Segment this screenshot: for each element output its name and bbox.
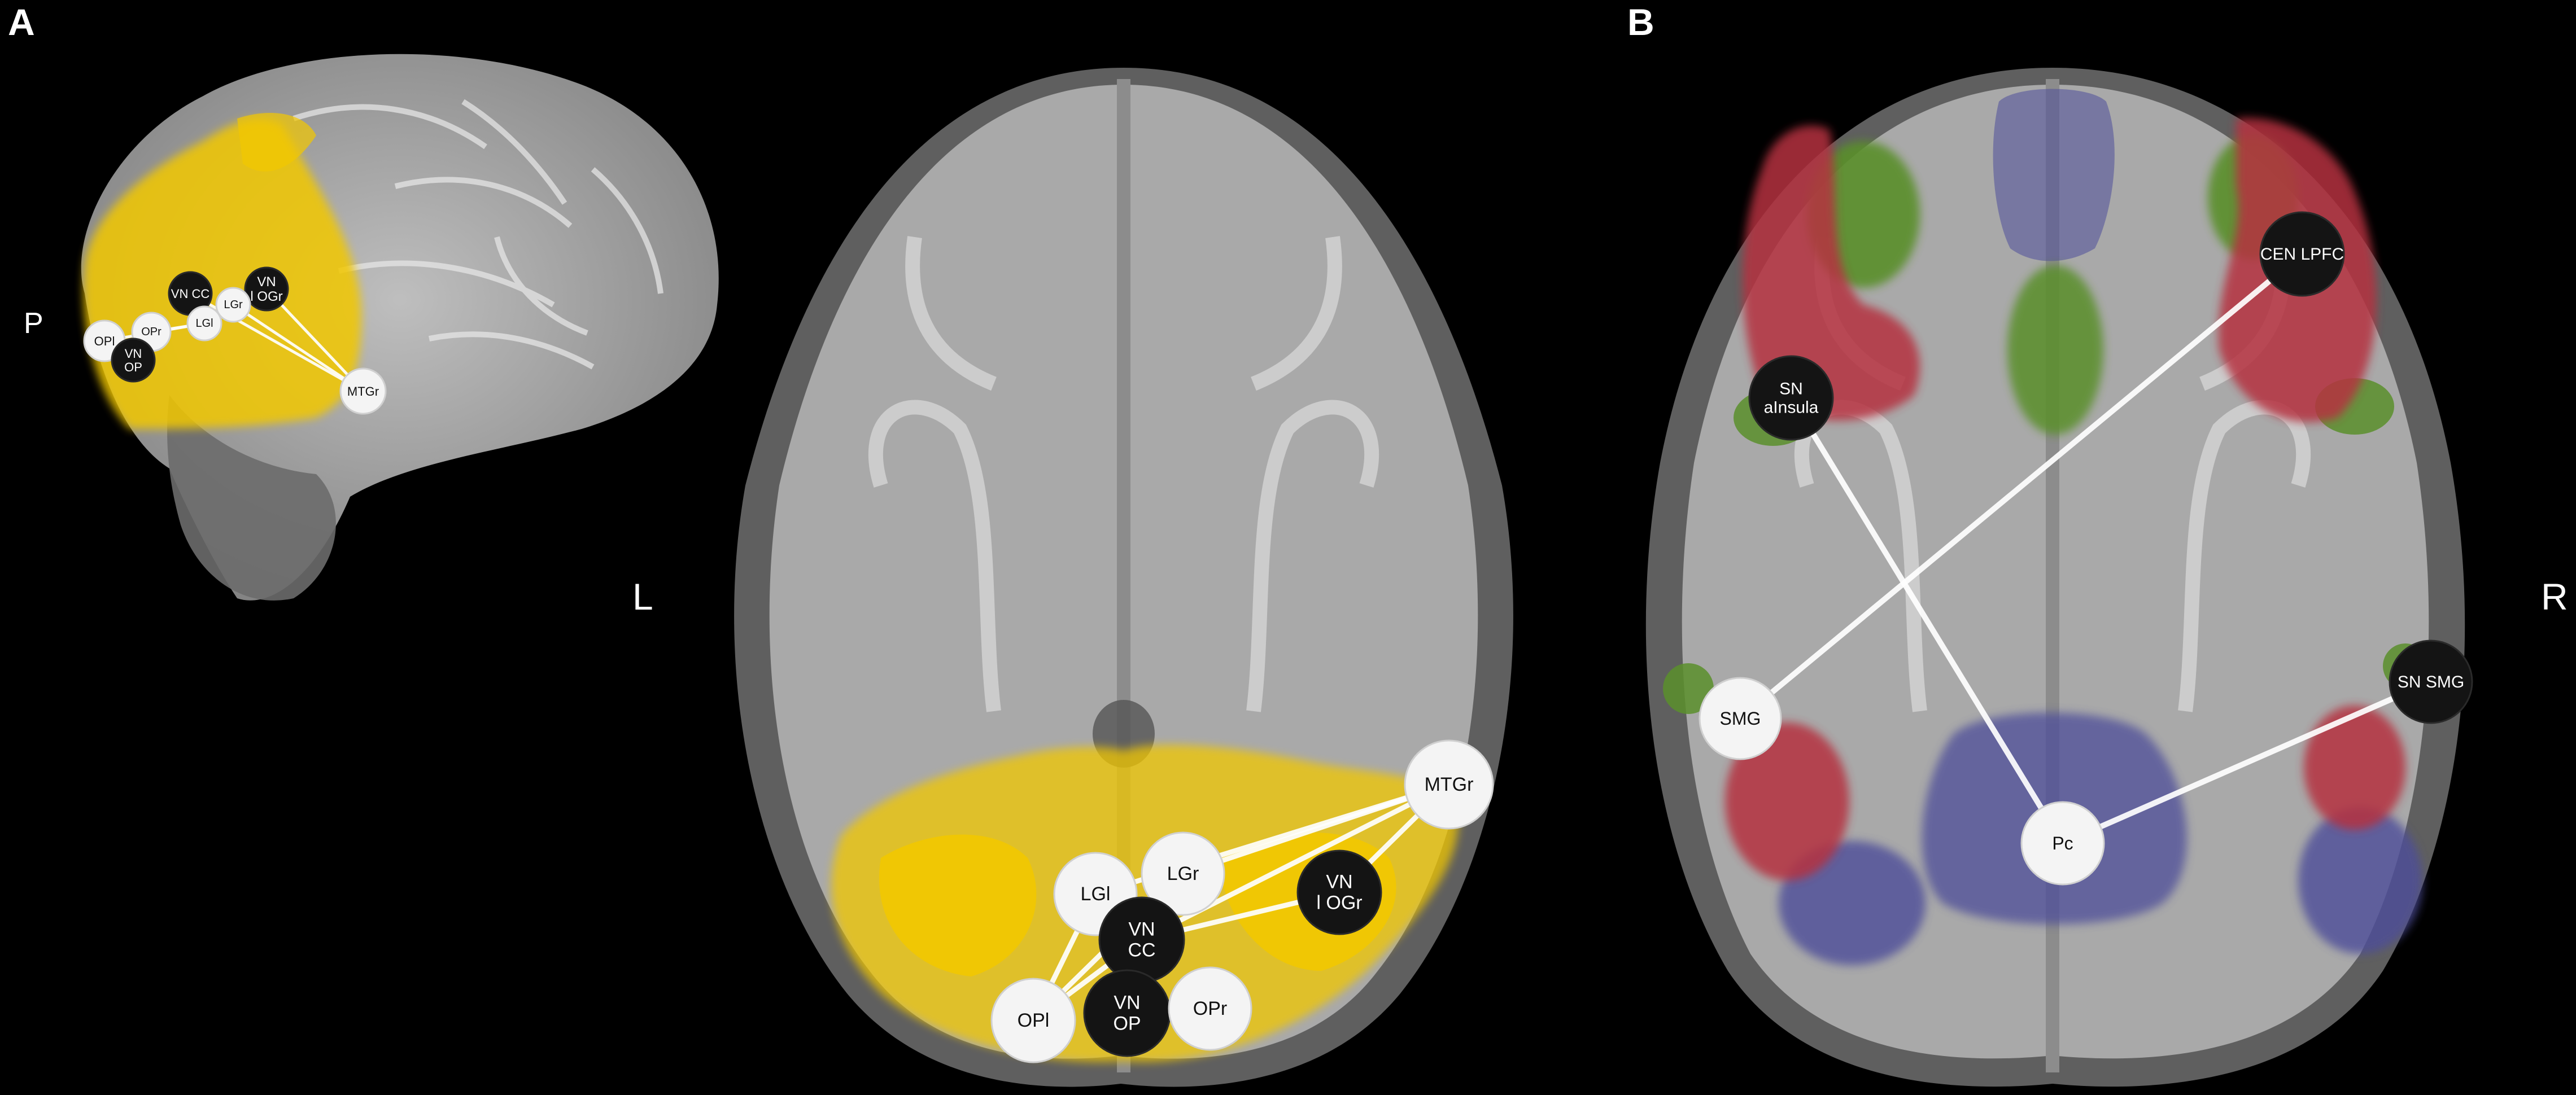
node-circle: [215, 287, 251, 323]
node-label: CEN LPFC: [2260, 245, 2344, 264]
node-label-line: LGl: [195, 317, 213, 330]
sagittal-gyri: [292, 99, 663, 370]
node-label-line: aInsula: [1764, 398, 1819, 417]
node-circle: [1296, 849, 1382, 935]
network-node: MTGr: [1404, 739, 1494, 830]
network-node: VN CC: [168, 271, 213, 316]
node-label-line: SN SMG: [2398, 673, 2464, 691]
node-circle: [1168, 966, 1252, 1051]
node-circle: [244, 266, 289, 312]
connection-edge: [1738, 252, 2304, 721]
connection-edge: [2061, 679, 2433, 846]
node-label: LGl: [195, 317, 213, 330]
node-label-line: MTGr: [1425, 774, 1474, 795]
network-node: LGr: [1141, 831, 1225, 916]
sagittal-cerebellum: [167, 395, 336, 601]
node-circle: [1699, 677, 1782, 760]
node-circle: [186, 305, 222, 341]
node-label: OPl: [1018, 1010, 1050, 1031]
node-label: SN SMG: [2398, 673, 2464, 691]
node-label-line: OPr: [1193, 998, 1227, 1019]
node-label-line: OPl: [94, 334, 115, 348]
node-label-line: VN: [1128, 918, 1155, 940]
node-label: VN CC: [171, 287, 210, 301]
axial-brain-view-b: [1645, 68, 2465, 1087]
node-label: OPr: [141, 326, 161, 338]
node-label: LGl: [1081, 883, 1111, 905]
node-circle: [2020, 801, 2105, 886]
node-label-line: VN CC: [171, 287, 210, 301]
connection-edge: [1182, 782, 1450, 877]
connection-edge: [265, 288, 364, 392]
node-label-line: OPl: [1018, 1010, 1050, 1031]
network-node: SMG: [1699, 677, 1782, 760]
connection-edge: [232, 303, 364, 393]
node-label-line: SN: [1779, 379, 1803, 398]
node-label-line: SMG: [1720, 708, 1761, 729]
node-label-line: VN: [257, 274, 276, 289]
network-node: LGl: [186, 305, 222, 341]
node-label-line: l OGr: [1316, 892, 1362, 914]
node-label-line: OPr: [141, 326, 161, 338]
node-circle: [2259, 211, 2345, 297]
node-label-line: VN: [125, 346, 142, 360]
node-circle: [990, 978, 1076, 1063]
node-label: SMG: [1720, 708, 1761, 729]
left-label: L: [632, 576, 653, 617]
node-label-line: LGr: [1167, 863, 1199, 884]
node-circle: [1141, 831, 1225, 916]
connection-edge: [1788, 396, 2066, 845]
posterior-label: P: [24, 307, 43, 340]
node-label-line: OP: [124, 360, 142, 374]
node-label: OPl: [94, 334, 115, 348]
node-label-line: CC: [1128, 940, 1155, 961]
node-label-line: MTGr: [347, 384, 379, 398]
node-label: Pc: [2052, 833, 2073, 853]
node-label-line: Pc: [2052, 833, 2073, 853]
node-circle: [1404, 739, 1494, 830]
node-circle: [1748, 355, 1834, 441]
node-label-line: LGl: [1081, 883, 1111, 905]
node-label-line: OP: [1113, 1013, 1141, 1035]
network-node: CEN LPFC: [2259, 211, 2345, 297]
node-circle: [339, 367, 387, 415]
node-label: LGr: [224, 299, 243, 311]
axial-ventricles-a: [868, 236, 1379, 712]
network-node: OPl: [990, 978, 1076, 1063]
node-label: LGr: [1167, 863, 1199, 884]
right-label: R: [2541, 576, 2568, 617]
node-label-line: VN: [1114, 992, 1140, 1013]
panel-b-letter: B: [1627, 1, 1654, 43]
node-circle: [111, 338, 156, 383]
axial-brain-view-a: [734, 68, 1513, 1087]
node-label-line: l OGr: [250, 289, 282, 304]
node-label-line: LGr: [224, 299, 243, 311]
node-label: MTGr: [1425, 774, 1474, 795]
panel-a-letter: A: [8, 1, 35, 43]
network-node: MTGr: [339, 367, 387, 415]
node-circle: [2389, 640, 2473, 724]
network-node: LGr: [215, 287, 251, 323]
node-label: OPr: [1193, 998, 1227, 1019]
node-label-line: VN: [1326, 871, 1352, 892]
network-node: SN SMG: [2389, 640, 2473, 724]
network-node: OPr: [1168, 966, 1252, 1051]
node-label-line: CEN LPFC: [2260, 245, 2344, 264]
network-node: Pc: [2020, 801, 2105, 886]
node-label: MTGr: [347, 384, 379, 398]
